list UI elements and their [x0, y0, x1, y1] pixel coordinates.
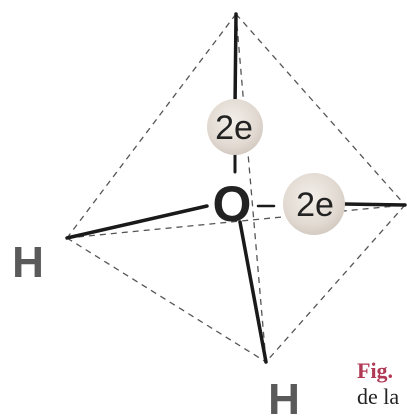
hydrogen-bottom-label: H: [268, 375, 300, 416]
lone-pair-top-cloud: [207, 99, 263, 155]
bond-oxygen-hydrogen-left: [65, 204, 209, 240]
bond-oxygen-top: [233, 12, 238, 110]
hydrogen-left-label: H: [12, 238, 44, 287]
edge-top-right: [235, 13, 406, 206]
edge-left-right: [66, 204, 406, 239]
edge-top-left: [66, 13, 237, 239]
oxygen-atom-label: O: [213, 176, 252, 232]
bond-oxygen-hydrogen-bottom: [238, 220, 268, 364]
figure-caption-label: Fig.: [357, 358, 393, 383]
lone-pair-right-label: 2e: [296, 186, 334, 224]
edge-top-bottom: [235, 13, 267, 363]
bonds: [65, 12, 407, 364]
lone-pair-top: 2e: [207, 99, 263, 155]
lone-pair-top-label: 2e: [215, 109, 253, 147]
tetrahedron-edges: [66, 13, 406, 363]
edge-left-bottom: [66, 237, 267, 363]
lone-pair-right: 2e: [283, 173, 345, 235]
edge-right-bottom: [265, 204, 406, 363]
figure-caption-continuation: de la: [357, 384, 399, 409]
lone-pair-right-cloud: [283, 173, 345, 235]
bond-oxygen-right: [342, 202, 407, 207]
